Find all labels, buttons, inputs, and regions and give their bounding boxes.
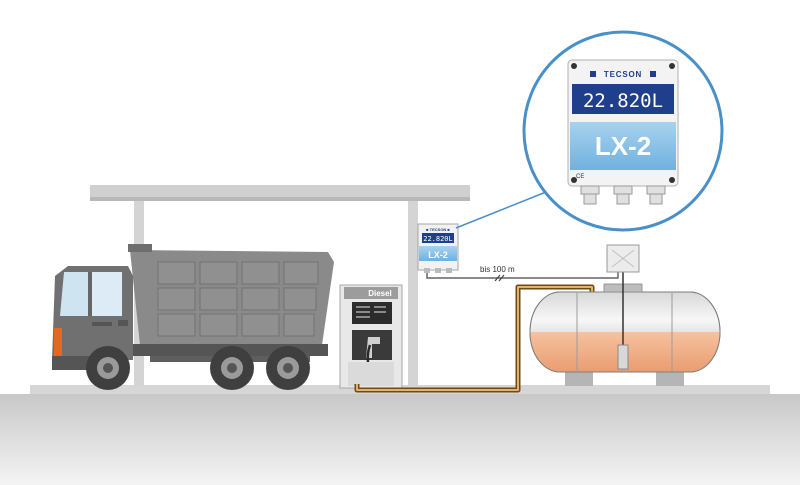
ground xyxy=(0,385,800,485)
svg-text:■ TECSON ■: ■ TECSON ■ xyxy=(426,227,450,232)
small-model-label: LX-2 xyxy=(428,250,448,260)
meter-icon: ■ TECSON ■ 22.820L LX-2 xyxy=(417,223,459,273)
zoom-connector xyxy=(455,189,552,229)
zoom-detail: TECSON 22.820L LX-2 CE xyxy=(522,30,724,232)
ce-mark: CE xyxy=(576,174,584,180)
sensor-cable xyxy=(426,272,619,282)
pump-label: Diesel xyxy=(368,289,392,298)
distance-label: bis 100 m xyxy=(480,265,515,274)
tank-icon xyxy=(529,270,721,386)
sensor-icon xyxy=(606,244,640,273)
display-reading: 22.820L xyxy=(583,90,663,112)
truck-icon xyxy=(52,244,334,390)
brand-label: TECSON xyxy=(604,70,642,79)
small-display-reading: 22.820L xyxy=(423,235,453,243)
fuel-pump-icon: Diesel xyxy=(339,284,403,389)
model-label: LX-2 xyxy=(595,131,651,161)
